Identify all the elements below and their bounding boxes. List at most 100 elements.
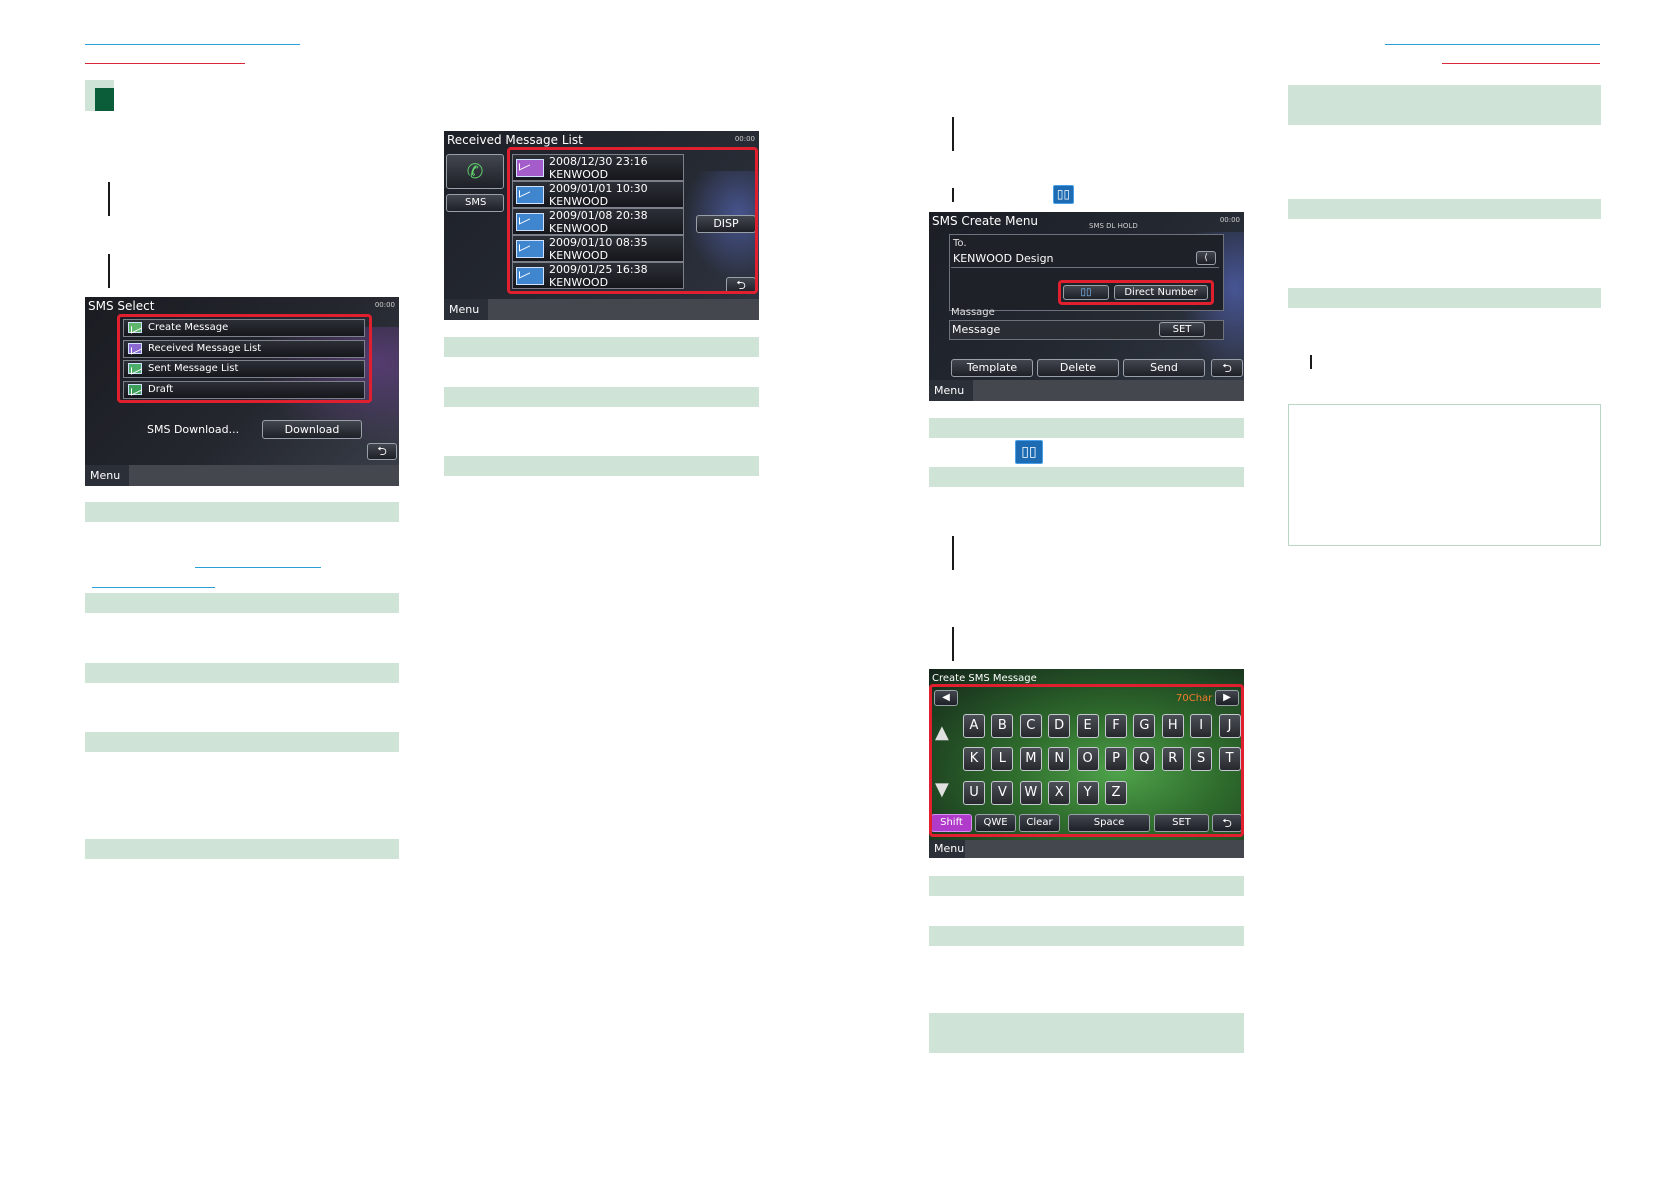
key-y[interactable]: Y <box>1076 781 1099 805</box>
step-bar-4 <box>952 188 954 202</box>
note-bar-3 <box>85 663 399 683</box>
message-field[interactable]: Message <box>949 320 1224 340</box>
reference-link-2[interactable] <box>92 587 215 588</box>
note-bar-14 <box>1288 85 1601 125</box>
char-counter: 70Char <box>1176 693 1213 704</box>
key-a[interactable]: A <box>963 714 985 738</box>
menu-item-received-message-list[interactable]: Received Message List <box>123 340 365 358</box>
key-j[interactable]: J <box>1218 714 1241 738</box>
phonebook-button[interactable]: ▯▯ <box>1063 285 1109 300</box>
key-q[interactable]: Q <box>1133 747 1156 771</box>
highlight-frame <box>507 147 758 294</box>
note-bar-13 <box>929 1013 1244 1053</box>
key-k[interactable]: K <box>963 747 985 771</box>
note-bar-7 <box>444 387 759 407</box>
draft-icon <box>128 384 142 395</box>
menu-button[interactable]: Menu <box>85 465 129 486</box>
key-v[interactable]: V <box>991 781 1014 805</box>
disp-button[interactable]: DISP <box>696 215 756 233</box>
bottom-strip <box>85 465 399 486</box>
delete-button[interactable]: Delete <box>1037 359 1119 377</box>
to-label: To. <box>953 238 967 249</box>
message-set-button[interactable]: SET <box>1159 322 1205 337</box>
phonebook-icon: ▯▯ <box>1015 440 1043 464</box>
key-r[interactable]: R <box>1161 747 1184 771</box>
menu-item-draft[interactable]: Draft <box>123 381 365 399</box>
send-button[interactable]: Send <box>1123 359 1205 377</box>
note-bar-10 <box>929 467 1244 487</box>
back-button[interactable]: ⮌ <box>1211 359 1243 377</box>
key-m[interactable]: M <box>1019 747 1042 771</box>
sms-tab[interactable]: SMS <box>446 194 504 212</box>
back-button[interactable]: ⮌ <box>367 443 397 460</box>
note-bar-1 <box>85 502 399 522</box>
step-bar-7 <box>1310 355 1312 369</box>
key-x[interactable]: X <box>1048 781 1071 805</box>
message-read-icon <box>516 267 544 285</box>
template-button[interactable]: Template <box>951 359 1033 377</box>
cursor-left-button[interactable]: ◀ <box>934 690 958 706</box>
inbox-icon <box>128 343 142 354</box>
key-t[interactable]: T <box>1218 747 1241 771</box>
sent-icon <box>128 363 142 374</box>
phone-tab[interactable]: ✆ <box>446 154 504 189</box>
key-c[interactable]: C <box>1019 714 1042 738</box>
header-rule-blue-left <box>85 44 300 45</box>
step-bar-1 <box>108 182 110 216</box>
scroll-up-icon[interactable]: ▲ <box>935 722 949 743</box>
key-e[interactable]: E <box>1076 714 1099 738</box>
space-button[interactable]: Space <box>1068 814 1150 832</box>
download-button[interactable]: Download <box>262 420 362 439</box>
menu-item-create-message[interactable]: Create Message <box>123 319 365 337</box>
menu-button[interactable]: Menu <box>929 380 973 401</box>
key-p[interactable]: P <box>1105 747 1127 771</box>
key-b[interactable]: B <box>991 714 1014 738</box>
highlight-frame <box>117 314 372 403</box>
menu-button[interactable]: Menu <box>444 299 488 320</box>
menu-button[interactable]: Menu <box>929 840 965 858</box>
key-h[interactable]: H <box>1161 714 1184 738</box>
key-o[interactable]: O <box>1076 747 1099 771</box>
key-w[interactable]: W <box>1019 781 1042 805</box>
status-indicators: SMS DL HOLD <box>1089 222 1138 230</box>
direct-number-button[interactable]: Direct Number <box>1114 285 1208 300</box>
message-read-icon <box>516 213 544 231</box>
scroll-down-icon[interactable]: ▼ <box>935 779 949 800</box>
note-bar-15 <box>1288 199 1601 219</box>
key-g[interactable]: G <box>1133 714 1156 738</box>
screen-title: SMS Select <box>88 299 155 313</box>
qwe-button[interactable]: QWE <box>975 814 1016 832</box>
screen-title: SMS Create Menu <box>932 214 1039 228</box>
compose-icon <box>128 322 142 333</box>
note-box <box>1288 404 1601 546</box>
header-rule-red-right <box>1442 63 1600 64</box>
clear-recipient-button[interactable]: ⟨ <box>1196 251 1216 265</box>
reference-link-1[interactable] <box>195 567 321 568</box>
key-s[interactable]: S <box>1190 747 1213 771</box>
note-bar-11 <box>929 876 1244 896</box>
key-u[interactable]: U <box>963 781 985 805</box>
key-f[interactable]: F <box>1105 714 1127 738</box>
header-rule-red-left <box>85 63 245 64</box>
sms-create-menu-screen: SMS Create Menu SMS DL HOLD 00:00 To. KE… <box>929 212 1244 401</box>
note-bar-4 <box>85 732 399 752</box>
key-i[interactable]: I <box>1190 714 1213 738</box>
key-z[interactable]: Z <box>1105 781 1127 805</box>
key-l[interactable]: L <box>991 747 1014 771</box>
header-rule-blue-right <box>1385 44 1600 45</box>
to-field[interactable]: KENWOOD Design ⟨ <box>951 251 1219 268</box>
note-bar-6 <box>444 337 759 357</box>
set-button[interactable]: SET <box>1154 814 1209 832</box>
cursor-right-button[interactable]: ▶ <box>1215 690 1239 706</box>
key-n[interactable]: N <box>1048 747 1071 771</box>
clear-button[interactable]: Clear <box>1019 814 1060 832</box>
step-bar-2 <box>108 254 110 288</box>
menu-item-sent-message-list[interactable]: Sent Message List <box>123 360 365 378</box>
message-label: Massage <box>951 307 995 318</box>
key-d[interactable]: D <box>1048 714 1071 738</box>
